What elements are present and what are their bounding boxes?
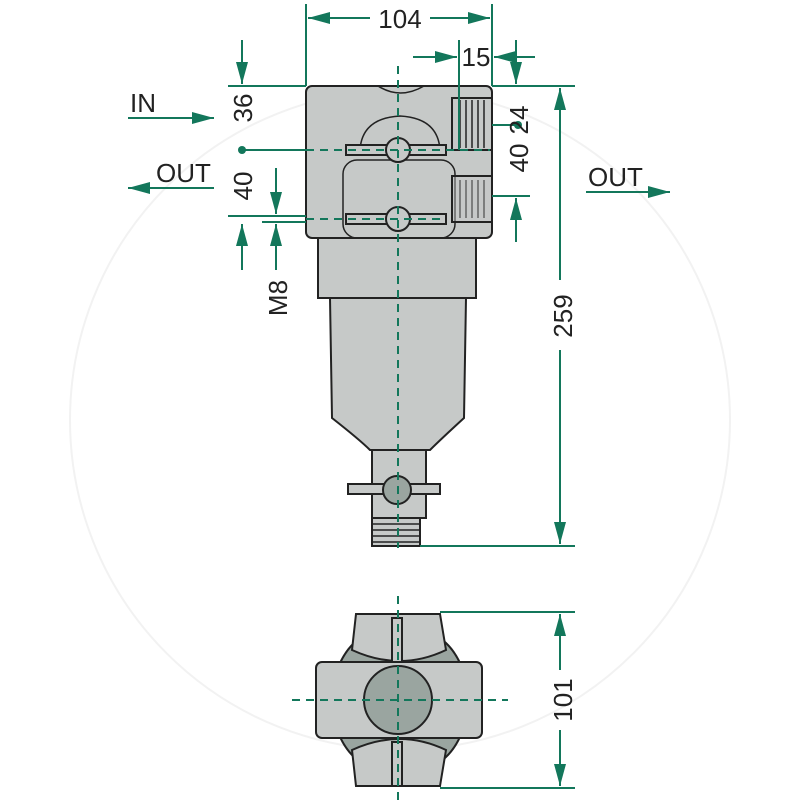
dimension-40-right-label: 40 — [504, 144, 534, 173]
dimension-15-label: 15 — [462, 42, 491, 72]
dimension-24-40: 24 40 — [492, 40, 575, 242]
dimension-104-label: 104 — [378, 4, 421, 34]
out-right-label: OUT — [588, 162, 643, 192]
inlet-indicator: IN — [128, 88, 214, 124]
outlet-right-indicator: OUT — [586, 162, 670, 198]
in-label: IN — [130, 88, 156, 118]
dimension-24-label: 24 — [504, 106, 534, 135]
dimension-left: 36 40 M8 — [228, 40, 306, 316]
outlet-left-indicator: OUT — [128, 158, 214, 194]
dimension-259: 259 — [420, 88, 578, 547]
dimension-40-left-label: 40 — [228, 172, 258, 201]
out-left-label: OUT — [156, 158, 211, 188]
filter-front-view — [305, 85, 493, 547]
dimension-36-label: 36 — [228, 94, 258, 123]
dimension-101: 101 — [440, 611, 578, 789]
dimension-104: 104 — [305, 4, 493, 86]
dimension-15: 15 — [413, 40, 535, 150]
dimension-259-label: 259 — [548, 294, 578, 337]
m8-label: M8 — [263, 280, 293, 316]
dimension-101-label: 101 — [548, 678, 578, 721]
outlet-port-thread — [451, 175, 493, 223]
